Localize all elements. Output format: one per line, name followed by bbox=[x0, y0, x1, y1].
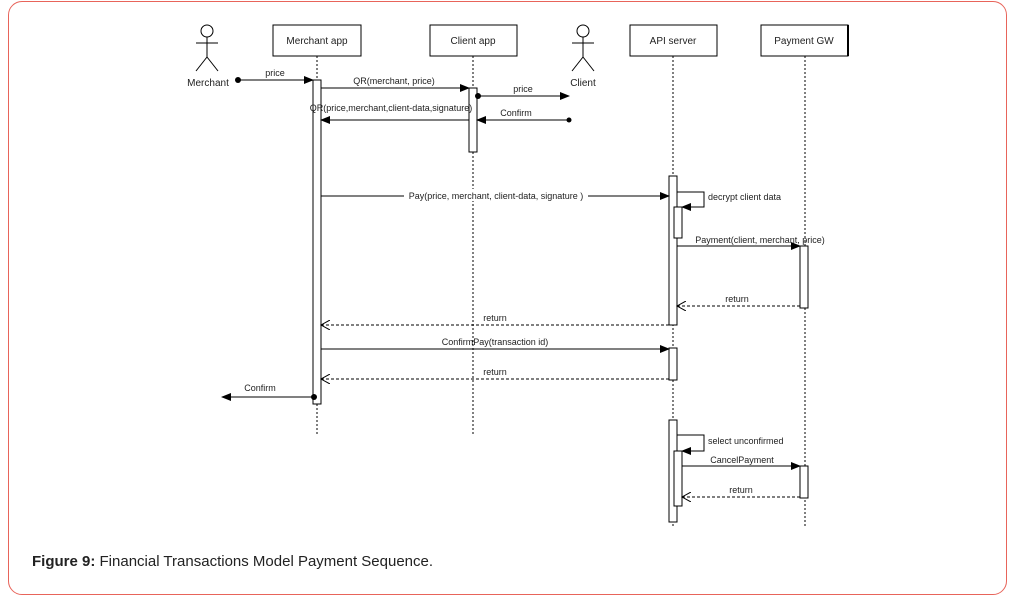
activation-api-server-1 bbox=[668, 175, 678, 326]
message-label-return-3: return bbox=[729, 485, 753, 495]
message-label-confirmpay: ConfirmPay(transaction id) bbox=[442, 337, 549, 347]
figure-caption-text: Financial Transactions Model Payment Seq… bbox=[95, 553, 434, 570]
figure-caption: Figure 9: Financial Transactions Model P… bbox=[32, 553, 433, 570]
activation-api-server-2 bbox=[668, 347, 678, 381]
message-label-select: select unconfirmed bbox=[708, 436, 784, 446]
actor-client bbox=[571, 24, 595, 72]
activation-payment-gw-1 bbox=[799, 245, 809, 309]
message-label-return-2: return bbox=[483, 367, 507, 377]
participant-merchant-app-label: Merchant app bbox=[286, 36, 348, 47]
message-label-return-1: return bbox=[483, 313, 507, 323]
message-label-qr-back: QR(price,merchant,client-data,signature) bbox=[310, 103, 473, 113]
actor-merchant-label: Merchant bbox=[187, 78, 229, 89]
actor-client-label: Client bbox=[570, 78, 596, 89]
message-label-confirm-client: Confirm bbox=[500, 108, 532, 118]
message-label-payment: Payment(client, merchant, price) bbox=[695, 235, 825, 245]
message-label-confirm-merchant: Confirm bbox=[244, 383, 276, 393]
activation-api-server-3-nested bbox=[673, 450, 683, 507]
message-label-return-gw: return bbox=[725, 294, 749, 304]
participant-client-app-label: Client app bbox=[450, 36, 495, 47]
message-select-self bbox=[677, 434, 705, 455]
message-label-price-client: price bbox=[513, 84, 533, 94]
participant-payment-gw-label: Payment GW bbox=[774, 36, 834, 47]
activation-payment-gw-2 bbox=[799, 465, 809, 499]
activation-api-server-1-nested bbox=[673, 206, 683, 239]
message-label-price: price bbox=[265, 68, 285, 78]
message-label-decrypt: decrypt client data bbox=[708, 192, 781, 202]
message-label-cancel: CancelPayment bbox=[710, 455, 774, 465]
message-decrypt-self bbox=[677, 191, 705, 211]
figure-frame bbox=[8, 1, 1007, 595]
figure-caption-label: Figure 9: bbox=[32, 553, 96, 570]
message-label-pay: Pay(price, merchant, client-data, signat… bbox=[409, 191, 584, 201]
participant-api-server-box bbox=[629, 24, 718, 57]
actor-merchant bbox=[195, 24, 219, 72]
activation-merchant-app bbox=[312, 79, 322, 405]
participant-merchant-app-box bbox=[272, 24, 362, 57]
participant-api-server-label: API server bbox=[650, 36, 697, 47]
message-label-qr: QR(merchant, price) bbox=[353, 76, 435, 86]
